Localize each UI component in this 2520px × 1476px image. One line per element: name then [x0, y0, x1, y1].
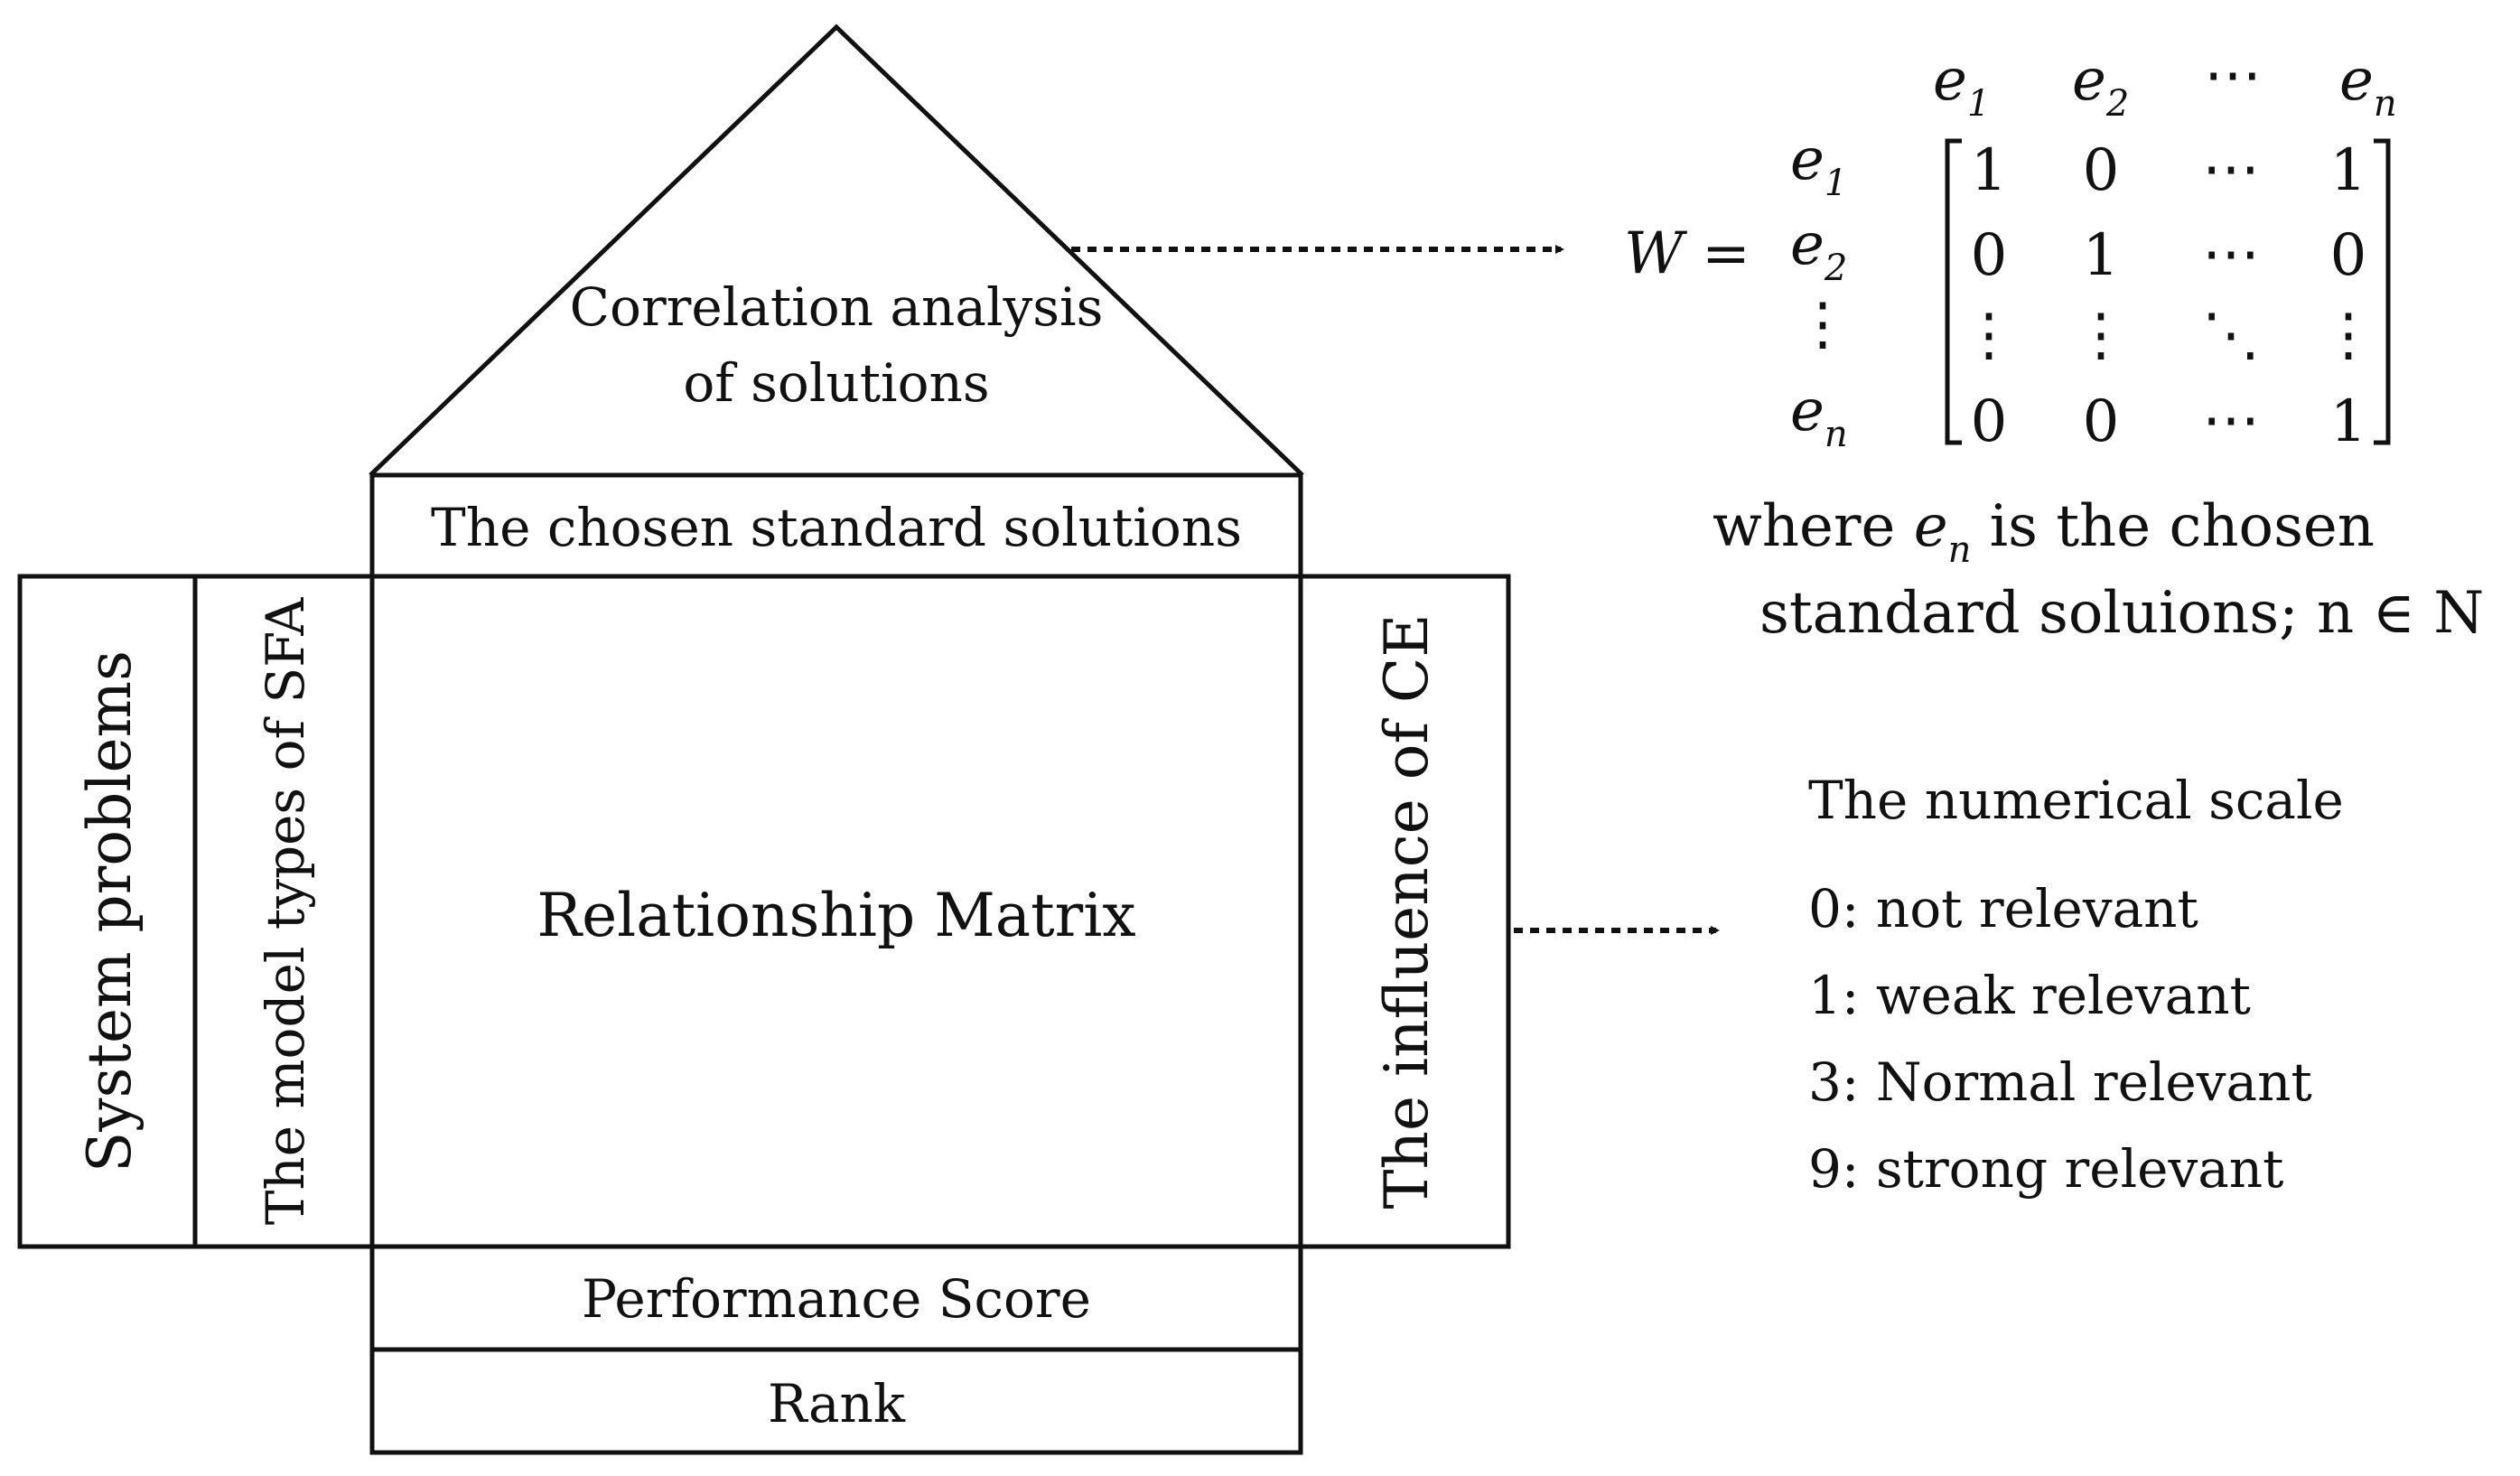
rank-label: Rank	[768, 1373, 906, 1434]
matrix-cell: ⋮	[1960, 302, 2018, 369]
chosen-solutions-label: The chosen standard solutions	[431, 497, 1242, 558]
matrix-right-bracket	[2374, 138, 2391, 445]
matrix-col-label: e1	[1933, 47, 1990, 125]
relationship-matrix-label: Relationship Matrix	[537, 881, 1135, 950]
ce-influence-label: The influence of CE	[1372, 613, 1442, 1209]
matrix-left-bracket	[1945, 138, 1962, 445]
matrix-col-label: e2	[2072, 47, 2129, 125]
matrix-row-label: en	[1790, 378, 1848, 455]
matrix-col-label: en	[2339, 47, 2397, 125]
matrix-note-line2: standard soluions; n ∈ N	[1759, 580, 2484, 647]
matrix-row-label: e2	[1790, 211, 1847, 289]
matrix-cell: ⋯	[2202, 135, 2260, 202]
correlation-matrix: W = e1 e2 ⋯ en e1 e2 ⋮ en 1 0	[1624, 42, 2484, 647]
scale-item: 1: weak relevant	[1808, 965, 2251, 1026]
matrix-cell: 1	[1971, 137, 2008, 204]
matrix-cell: ⋮	[2072, 302, 2130, 369]
rank-box	[369, 1347, 1303, 1455]
matrix-cell: 1	[2330, 388, 2367, 455]
ce-influence-box	[1298, 574, 1511, 1249]
matrix-cell: 0	[2083, 388, 2120, 455]
matrix-cell: 1	[2330, 137, 2367, 204]
roof-outline	[369, 23, 1304, 477]
scale-item: 9: strong relevant	[1808, 1138, 2283, 1200]
matrix-col-label: ⋯	[2204, 42, 2262, 108]
sfa-model-types-label: The model types of SFA	[255, 597, 316, 1226]
matrix-cell: 0	[2330, 222, 2367, 289]
matrix-row-label: ⋮	[1794, 291, 1852, 358]
matrix-cell: ⋯	[2202, 387, 2260, 453]
performance-score-label: Performance Score	[582, 1268, 1091, 1330]
scale-item: 3: Normal relevant	[1808, 1051, 2312, 1113]
matrix-cell: 0	[2083, 137, 2120, 204]
matrix-cell: 1	[2083, 222, 2120, 289]
numerical-scale: The numerical scale 0: not relevant 1: w…	[1808, 770, 2344, 1200]
matrix-row-label: e1	[1790, 126, 1847, 204]
scale-item: 0: not relevant	[1808, 878, 2198, 939]
matrix-cell: ⋱	[2202, 302, 2260, 369]
matrix-note-line1: where en is the chosen	[1713, 493, 2375, 571]
matrix-cell: 0	[1971, 222, 2008, 289]
roof-label-line2: of solutions	[683, 352, 989, 414]
system-problems-label: System problems	[75, 650, 145, 1172]
matrix-cell: ⋮	[2319, 302, 2377, 369]
scale-title: The numerical scale	[1808, 770, 2344, 831]
matrix-cell: ⋯	[2202, 220, 2260, 287]
roof-label-line1: Correlation analysis	[570, 276, 1104, 338]
matrix-cell: 0	[1971, 388, 2008, 455]
matrix-lhs: W =	[1624, 220, 1750, 287]
